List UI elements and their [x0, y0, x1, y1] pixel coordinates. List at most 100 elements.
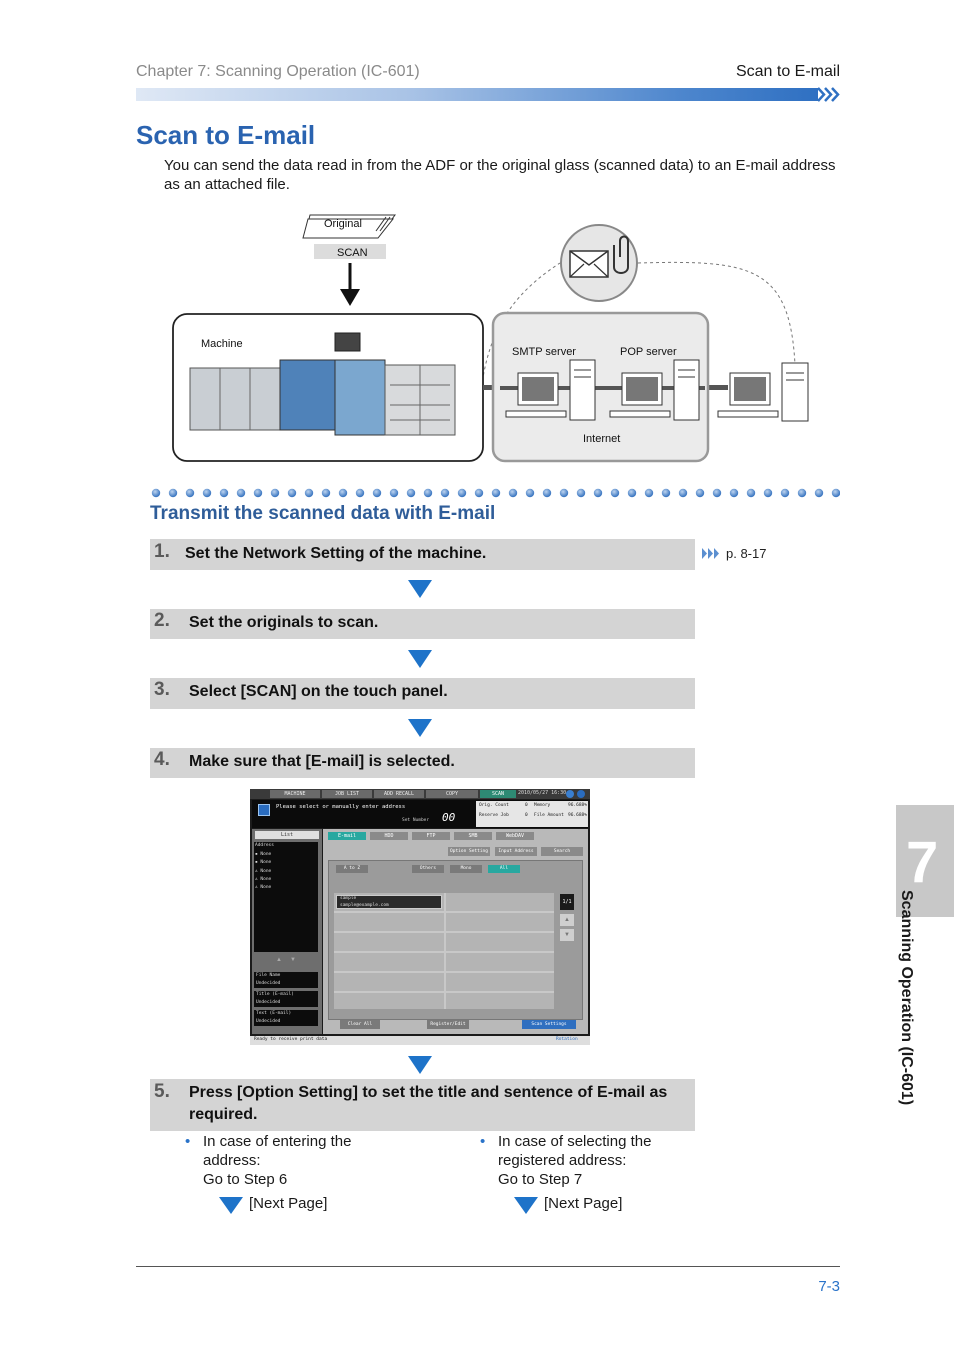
dest-tab-webdav[interactable]: WebDAV: [496, 832, 534, 840]
step-number: 2.: [154, 610, 170, 631]
scan-to-email-diagram: Original SCAN Machine SMTP server POP se…: [172, 214, 809, 463]
tab-copy[interactable]: COPY: [426, 790, 478, 798]
down-arrow-icon: [408, 1056, 432, 1074]
chapter-side-tab[interactable]: 7: [896, 805, 954, 917]
filter-all[interactable]: All: [488, 865, 520, 873]
step-text: Set the originals to scan.: [189, 614, 379, 631]
register-edit-button[interactable]: Register/Edit: [427, 1020, 469, 1029]
step-number: 1.: [154, 541, 170, 562]
option-text: address:: [203, 1152, 261, 1169]
memory-label: Memory: [534, 803, 551, 808]
paperclip-icon: [613, 235, 629, 274]
step-number: 3.: [154, 679, 170, 700]
file-name-value: Undecided: [256, 981, 281, 986]
reference-chevron-icon: [702, 548, 719, 559]
down-arrow-icon: [340, 289, 360, 306]
filter-a-to-z[interactable]: A to Z: [336, 865, 368, 873]
tab-add-recall[interactable]: ADD RECALL: [374, 790, 424, 798]
step-number: 5.: [154, 1081, 170, 1102]
down-arrow-icon: [408, 580, 432, 598]
divider-dot: [678, 488, 688, 498]
divider-dot: [168, 488, 178, 498]
divider-dot: [321, 488, 331, 498]
divider-dot: [576, 488, 586, 498]
page-up-icon[interactable]: ▲: [560, 914, 574, 926]
page-down-icon[interactable]: ▼: [560, 929, 574, 941]
reference-link[interactable]: p. 8-17: [726, 546, 767, 561]
divider-dot: [712, 488, 722, 498]
divider-dot: [287, 488, 297, 498]
tab-job-list[interactable]: JOB LIST: [322, 790, 372, 798]
option-setting-button[interactable]: Option Setting: [448, 847, 490, 856]
tab-machine[interactable]: MACHINE: [270, 790, 320, 798]
option-goto[interactable]: Go to Step 7: [498, 1171, 583, 1188]
header-section-title: Scan to E-mail: [735, 63, 840, 80]
title-label: Title (E-mail): [256, 992, 294, 997]
divider-dot: [423, 488, 433, 498]
divider-dot: [236, 488, 246, 498]
dest-tab-email[interactable]: E-mail: [328, 832, 366, 840]
option-text: registered address:: [498, 1152, 627, 1169]
original-label: Original: [324, 218, 362, 230]
triple-chevron-icon: [817, 87, 840, 102]
dest-tab-hdd[interactable]: HDD: [370, 832, 408, 840]
section-heading: Transmit the scanned data with E-mail: [150, 503, 496, 524]
search-button[interactable]: Search: [541, 847, 583, 856]
step-number: 4.: [154, 749, 170, 770]
divider-dot: [525, 488, 535, 498]
filter-others[interactable]: Others: [412, 865, 444, 873]
divider-dot: [746, 488, 756, 498]
divider-dot: [729, 488, 739, 498]
reserve-job-label: Reserve Job: [479, 813, 509, 818]
entry-address: sample@example.com: [340, 903, 389, 908]
address-item[interactable]: ♙ None: [255, 885, 272, 891]
rotation-indicator: Rotation: [556, 1037, 578, 1042]
scroll-up-icon[interactable]: ▲: [276, 957, 282, 963]
input-address-button[interactable]: Input Address: [495, 847, 537, 856]
smtp-server-icon: [505, 359, 596, 421]
scan-settings-button[interactable]: Scan Settings: [522, 1020, 576, 1029]
text-label: Text (E-mail): [256, 1011, 292, 1016]
bullet-icon: •: [185, 1133, 191, 1150]
machine-illustration: [189, 332, 456, 436]
footer-divider: [136, 1266, 840, 1267]
chapter-side-label: Scanning Operation (IC-601): [898, 890, 915, 1106]
address-item[interactable]: ♙ None: [255, 868, 272, 874]
dotted-divider: [151, 488, 840, 498]
step-5: 5. Press [Option Setting] to set the tit…: [150, 1079, 695, 1131]
chapter-label: Chapter 7: Scanning Operation (IC-601): [136, 63, 420, 80]
info-icon[interactable]: [577, 790, 585, 798]
next-page-link[interactable]: [Next Page]: [544, 1195, 623, 1212]
address-entry[interactable]: [336, 895, 442, 909]
address-header: Address: [255, 843, 274, 848]
address-item[interactable]: ♙ None: [255, 876, 272, 882]
step-text: Make sure that [E-mail] is selected.: [189, 753, 455, 770]
help-icon[interactable]: [566, 790, 574, 798]
option-goto[interactable]: Go to Step 6: [203, 1171, 288, 1188]
address-item[interactable]: ▪ None: [255, 860, 272, 866]
dest-tab-smb[interactable]: SMB: [454, 832, 492, 840]
down-arrow-icon: [408, 650, 432, 668]
entry-name: sample: [340, 896, 357, 901]
reserve-job: 0: [525, 813, 528, 818]
screen-message: Please select or manually enter address: [276, 804, 406, 810]
list-button[interactable]: List: [255, 831, 319, 839]
filter-mono[interactable]: Mono: [450, 865, 482, 873]
page-title: Scan to E-mail: [136, 120, 316, 150]
divider-dot: [593, 488, 603, 498]
next-page-link[interactable]: [Next Page]: [249, 1195, 328, 1212]
tab-scan[interactable]: SCAN: [480, 790, 516, 798]
divider-dot: [389, 488, 399, 498]
scroll-down-icon[interactable]: ▼: [290, 957, 296, 963]
dest-tab-ftp[interactable]: FTP: [412, 832, 450, 840]
option-text: In case of selecting the: [498, 1133, 652, 1150]
clear-all-button[interactable]: Clear All: [340, 1020, 380, 1029]
option-text: In case of entering the: [203, 1133, 352, 1150]
divider-dot: [355, 488, 365, 498]
internet-label: Internet: [583, 433, 620, 445]
intro-paragraph: You can send the data read in from the A…: [164, 157, 836, 193]
divider-dot: [406, 488, 416, 498]
address-item[interactable]: ▪ None: [255, 852, 272, 857]
divider-dot: [661, 488, 671, 498]
step-1: 1. Set the Network Setting of the machin…: [150, 539, 695, 570]
